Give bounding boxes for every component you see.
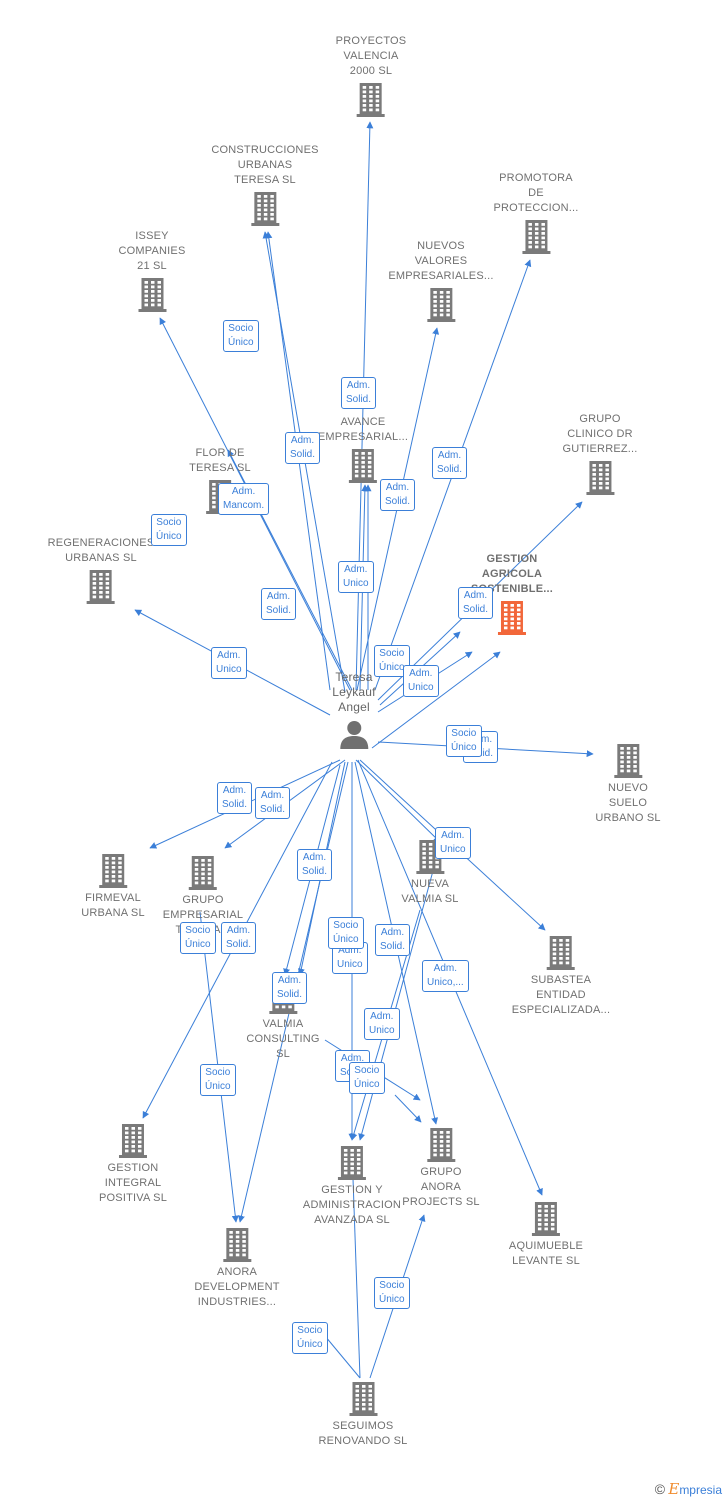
relation-badge[interactable]: Adm. Solid. [261,588,297,620]
relation-badge[interactable]: Socio Único [292,1322,328,1354]
company-label-aquimueble: AQUIMUEBLE LEVANTE SL [508,1240,584,1267]
relationship-edge [394,1094,422,1123]
relation-badge[interactable]: Adm. Solid. [285,432,321,464]
relation-badge[interactable]: Adm. Unico [435,827,471,859]
relation-badge[interactable]: Socio Único [349,1062,385,1094]
company-node-issey[interactable]: ISSEY COMPANIES 21 SL [119,229,186,312]
company-node-grupoclinico[interactable]: GRUPO CLINICO DR GUTIERREZ... [562,412,637,495]
relation-badge[interactable]: Adm. Solid. [272,972,308,1004]
building-icon [349,1382,377,1416]
company-node-nuevosuelo[interactable]: NUEVO SUELO URBANO SL [595,744,660,826]
building-icon [251,192,279,226]
company-node-anoradev[interactable]: ANORA DEVELOPMENT INDUSTRIES... [194,1228,279,1310]
building-icon [119,1124,147,1158]
company-node-firmeval[interactable]: FIRMEVAL URBANA SL [81,854,145,921]
company-label-proyectos: PROYECTOS VALENCIA 2000 SL [335,35,407,77]
building-icon [426,288,455,322]
company-label-gestionadmin: GESTION Y ADMINISTRACION AVANZADA SL [302,1184,402,1226]
relation-badge[interactable]: Adm. Solid. [255,787,291,819]
relation-badge[interactable]: Socio Único [328,917,364,949]
relation-badge[interactable]: Adm. Solid. [432,447,468,479]
company-node-grupoanora[interactable]: GRUPO ANORA PROJECTS SL [402,1128,479,1210]
company-node-construcciones[interactable]: CONSTRUCCIONES URBANAS TERESA SL [211,143,318,226]
company-label-anoradev: ANORA DEVELOPMENT INDUSTRIES... [194,1266,280,1308]
company-label-issey: ISSEY COMPANIES 21 SL [118,230,186,272]
building-icon [614,744,642,778]
footer-credit[interactable]: © Empresia [655,1480,722,1498]
relation-badge[interactable]: Adm. Unico [403,665,439,697]
relation-badge[interactable]: Socio Único [374,1277,410,1309]
relation-badge[interactable]: Adm. Unico [338,561,374,593]
company-node-avance[interactable]: AVANCE EMPRESARIAL... [318,415,408,483]
company-label-avance: AVANCE EMPRESARIAL... [317,416,409,443]
company-label-seguimos: SEGUIMOS RENOVANDO SL [318,1420,408,1447]
relation-badge[interactable]: Adm. Solid. [380,479,416,511]
building-icon [138,278,166,312]
relation-badge[interactable]: Adm. Mancom. [218,483,270,515]
company-node-promotora[interactable]: PROMOTORA DE PROTECCION... [493,171,578,254]
relationship-edge [348,1149,361,1379]
company-node-subastea[interactable]: SUBASTEA ENTIDAD ESPECIALIZADA... [512,936,611,1018]
person-icon [340,721,368,749]
building-icon [337,1146,366,1180]
relation-badge[interactable]: Adm. Unico [211,647,247,679]
relation-badge[interactable]: Adm. Unico,... [422,960,469,992]
building-icon [426,1128,455,1162]
relation-badge[interactable]: Adm. Unico [364,1008,400,1040]
relation-badge[interactable]: Socio Único [223,320,259,352]
company-label-flor: FLOR DE TERESA SL [189,447,251,474]
brand-initial: E [668,1480,680,1498]
relationship-edge [371,651,501,749]
building-icon [349,449,377,483]
company-label-valmia: VALMIA CONSULTING SL [246,1018,320,1060]
company-label-promotora: PROMOTORA DE PROTECCION... [493,172,579,214]
building-icon [223,1228,251,1262]
building-icon [586,461,614,495]
company-node-regeneraciones[interactable]: REGENERACIONES URBANAS SL [48,536,155,604]
company-node-aquimueble[interactable]: AQUIMUEBLE LEVANTE SL [509,1202,583,1269]
company-node-grupoempresarial[interactable]: GRUPO EMPRESARIAL TERESA... [163,856,243,938]
company-label-construcciones: CONSTRUCCIONES URBANAS TERESA SL [211,144,319,186]
building-icon [356,83,385,117]
relation-badge[interactable]: Socio Único [446,725,482,757]
company-node-gestionintegral[interactable]: GESTION INTEGRAL POSITIVA SL [99,1124,167,1206]
relation-badge[interactable]: Adm. Solid. [458,587,494,619]
relation-badge[interactable]: Socio Único [151,514,187,546]
brand-name: mpresia [679,1483,722,1497]
relationship-edge [355,759,441,843]
building-icon [188,856,217,890]
copyright-symbol: © [654,1481,666,1497]
company-label-nuevavalmia: NUEVA VALMIA SL [401,878,459,905]
building-icon [546,936,575,970]
relation-badge[interactable]: Adm. Solid. [375,924,411,956]
building-icon [87,570,115,604]
company-label-regeneraciones: REGENERACIONES URBANAS SL [47,537,155,564]
building-icon [98,854,127,888]
relation-badge[interactable]: Socio Único [180,922,216,954]
building-icon [521,220,550,254]
relation-badge[interactable]: Adm. Solid. [341,377,377,409]
company-node-gestionadmin[interactable]: GESTION Y ADMINISTRACION AVANZADA SL [303,1146,401,1228]
person-node[interactable]: Teresa Leykauf Angel [332,670,376,749]
company-label-grupoanora: GRUPO ANORA PROJECTS SL [402,1166,480,1208]
company-label-gestionintegral: GESTION INTEGRAL POSITIVA SL [98,1162,168,1204]
company-label-nuevos: NUEVOS VALORES EMPRESARIALES... [388,240,494,282]
company-node-seguimos[interactable]: SEGUIMOS RENOVANDO SL [319,1382,408,1449]
building-icon [498,601,526,635]
company-label-nuevosuelo: NUEVO SUELO URBANO SL [595,782,661,824]
building-icon [531,1202,560,1236]
relation-badge[interactable]: Adm. Solid. [297,849,333,881]
person-name: Teresa Leykauf Angel [332,670,376,714]
relation-badge[interactable]: Socio Único [200,1064,236,1096]
relation-badge[interactable]: Adm. Solid. [221,922,257,954]
company-label-firmeval: FIRMEVAL URBANA SL [81,892,145,919]
relation-badge[interactable]: Adm. Solid. [217,782,253,814]
company-label-subastea: SUBASTEA ENTIDAD ESPECIALIZADA... [511,974,611,1016]
company-node-nuevos[interactable]: NUEVOS VALORES EMPRESARIALES... [388,239,493,322]
company-node-proyectos[interactable]: PROYECTOS VALENCIA 2000 SL [336,34,407,117]
company-label-grupoclinico: GRUPO CLINICO DR GUTIERREZ... [562,413,638,455]
